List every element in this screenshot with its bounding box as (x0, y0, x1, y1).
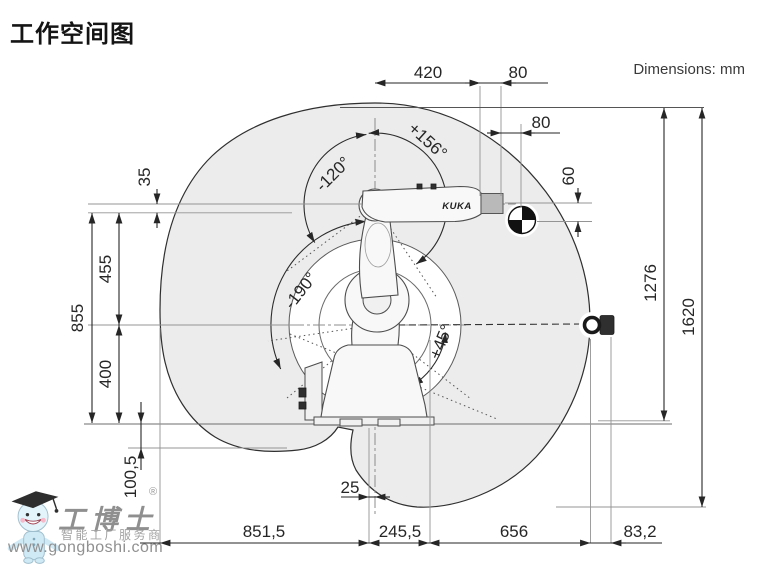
dim-label-60: 60 (559, 167, 578, 186)
dim-label-855: 855 (68, 304, 87, 332)
angle-arcs (270, 129, 448, 386)
mascot-logo (7, 491, 61, 564)
robot-inline-wrist-arm (361, 185, 482, 223)
page-title: 工作空间图 (10, 21, 135, 48)
dim-label-80-mid: 80 (532, 113, 551, 132)
flange-ring-symbol (579, 312, 615, 338)
datum-symbol (505, 203, 539, 237)
dim-label-80-top: 80 (509, 63, 528, 82)
dimension-labels: 420 80 80 60 35 455 855 400 100,5 1276 1… (68, 63, 698, 541)
arm-nub (416, 183, 423, 190)
robot-pedestal (319, 344, 429, 424)
dim-label-656: 656 (500, 522, 528, 541)
robot-base-plate (313, 416, 435, 426)
robot-base-side-box (304, 361, 323, 421)
robot-foot (377, 418, 401, 427)
dim-label-25: 25 (341, 478, 360, 497)
dim-label-100-5: 100,5 (121, 456, 140, 499)
arm-nub (430, 183, 437, 190)
extension-lines (88, 86, 706, 543)
robot-foot (339, 418, 363, 427)
watermark-tagline: 智能工厂服务商 (61, 528, 163, 542)
dimension-lines (88, 79, 706, 547)
dim-label-1620: 1620 (679, 298, 698, 336)
dim-label-35: 35 (135, 168, 154, 187)
watermark-url: www.gongboshi.com (8, 539, 164, 556)
robot-flange (480, 193, 504, 214)
dim-label-400: 400 (96, 360, 115, 388)
robot-link-shading (364, 222, 392, 268)
units-note: Dimensions: mm (633, 61, 745, 78)
robot-arm: KUKA (84, 183, 672, 427)
dim-label-245-5: 245,5 (379, 522, 422, 541)
watermark: 工博士 ® 智能工厂服务商 www.gongboshi.com (4, 482, 234, 564)
robot-connector (298, 387, 307, 398)
dim-label-420: 420 (414, 63, 442, 82)
dim-label-1276: 1276 (641, 264, 660, 302)
kuka-logo: KUKA (442, 201, 471, 212)
dim-label-83-2: 83,2 (623, 522, 656, 541)
dim-label-851-5: 851,5 (243, 522, 286, 541)
dim-label-455: 455 (96, 255, 115, 283)
watermark-brand: 工博士 (58, 505, 157, 536)
robot-connector (298, 401, 307, 410)
registered-mark-icon: ® (149, 486, 158, 498)
